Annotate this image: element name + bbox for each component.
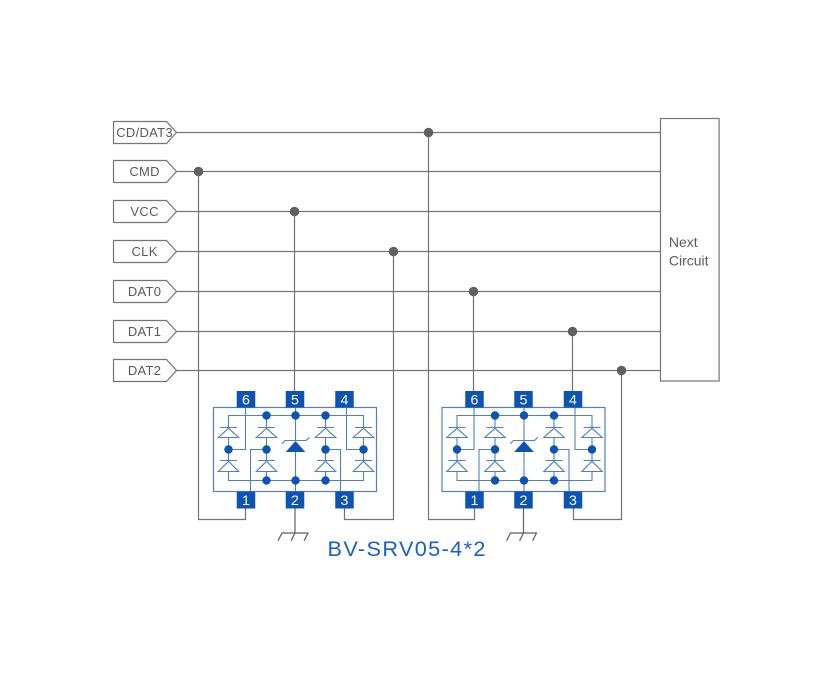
svg-text:2: 2 [291, 493, 299, 509]
svg-text:DAT2: DAT2 [128, 363, 161, 378]
svg-text:3: 3 [569, 493, 577, 509]
svg-text:2: 2 [520, 493, 528, 509]
svg-text:6: 6 [242, 392, 250, 408]
svg-text:DAT0: DAT0 [128, 284, 161, 299]
svg-text:BV-SRV05-4*2: BV-SRV05-4*2 [328, 536, 487, 561]
svg-text:4: 4 [341, 392, 349, 408]
svg-text:1: 1 [471, 493, 479, 509]
svg-text:VCC: VCC [130, 204, 158, 219]
svg-text:DAT1: DAT1 [128, 324, 161, 339]
svg-text:Next: Next [669, 234, 698, 250]
svg-text:Circuit: Circuit [669, 253, 709, 269]
svg-text:1: 1 [242, 493, 250, 509]
svg-text:CLK: CLK [131, 244, 157, 259]
svg-text:CMD: CMD [129, 164, 160, 179]
svg-text:6: 6 [471, 392, 479, 408]
svg-text:5: 5 [291, 392, 299, 408]
svg-text:3: 3 [341, 493, 349, 509]
svg-text:CD/DAT3: CD/DAT3 [116, 125, 173, 140]
svg-text:5: 5 [520, 392, 528, 408]
svg-text:4: 4 [569, 392, 577, 408]
